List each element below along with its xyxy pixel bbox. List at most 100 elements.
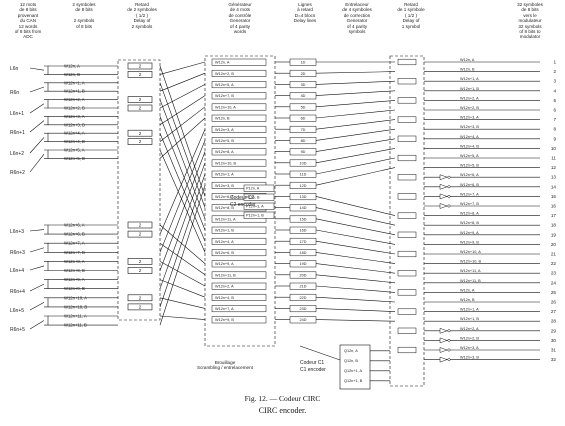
output-symbol-label: W12n+7, A — [460, 192, 479, 196]
output-number: 12 — [551, 165, 557, 170]
delay-line-box — [289, 125, 317, 133]
delay-line-label: 12D — [300, 184, 307, 188]
delay-1-cell — [397, 154, 417, 162]
interleaver-line — [315, 207, 396, 226]
delay-line-box — [289, 103, 317, 111]
delay-box-number: 2 — [139, 72, 142, 77]
output-symbol-label: W12n+2, B — [460, 336, 479, 340]
delay-line-label: 10D — [300, 161, 307, 165]
c2-symbol-label: W12n+1, A — [215, 173, 234, 177]
header-input-words: 12 mots de 8 bits provenant du CAN 12 wo… — [14, 2, 42, 40]
interleave-line — [159, 149, 206, 253]
delay-line-label: 4D — [301, 94, 306, 98]
interleaver-line — [315, 80, 396, 85]
output-number: 18 — [551, 223, 557, 228]
output-number: 1 — [553, 60, 556, 65]
header-parity-generator: Générateur de 4 mots de contrôle Generat… — [228, 2, 252, 35]
output-number: 9 — [553, 136, 556, 141]
delay-box-number: 2 — [139, 223, 142, 228]
c2-symbol-label: W12n+6, A — [215, 195, 234, 199]
output-number: 29 — [551, 328, 557, 333]
output-symbol-label: W12n, A — [460, 288, 475, 292]
interleave-line — [159, 65, 206, 197]
delay-line-label: 19D — [300, 262, 307, 266]
delay-line-label: 24D — [300, 318, 307, 322]
interleaver-line — [315, 263, 396, 274]
c2-symbol-label: W12n+3, B — [215, 184, 234, 188]
delay-line-label: 18D — [300, 251, 307, 255]
output-symbol-label: W12n+2, A — [460, 96, 479, 100]
interleaver-line — [315, 157, 396, 175]
output-symbol-label: W12n+1, A — [460, 308, 479, 312]
c2-symbol-box — [211, 271, 267, 279]
delay-box-number: 2 — [139, 106, 142, 111]
c2-symbol-box — [211, 114, 267, 122]
interleaver-line — [315, 274, 396, 284]
c2-symbol-label: W12n+9, B — [215, 318, 234, 322]
output-number: 26 — [551, 300, 557, 305]
output-number: 15 — [551, 194, 557, 199]
interleave-line — [159, 315, 206, 320]
c2-symbol-box — [211, 215, 267, 223]
output-symbol-label: W12n+9, A — [460, 231, 479, 235]
input-channel-label: R6n+3 — [10, 250, 25, 256]
delay-line-label: 7D — [301, 128, 306, 132]
delay-1-cell — [397, 116, 417, 123]
delay-line-label: 6D — [301, 117, 306, 121]
delay-box — [127, 62, 153, 70]
delay-box-number: 2 — [139, 268, 142, 273]
interleaver-line — [315, 100, 396, 108]
pair-bracket — [44, 242, 49, 253]
delay-1-cell — [397, 250, 417, 258]
delay-box — [127, 129, 153, 137]
delay-box-number: 2 — [139, 295, 142, 300]
header-interleaver: Entrelaceur de 4 symboles de correction … — [342, 2, 372, 35]
c2-symbol-label: W12n+2, B — [215, 72, 234, 76]
output-symbol-label: W12n+4, B — [460, 144, 479, 148]
delay-line-label: 16D — [300, 229, 307, 233]
caption-line-1: Fig. 12. — Codeur CIRC — [244, 394, 321, 403]
pair-bracket — [44, 82, 49, 92]
c2-symbol-label: W12n+8, B — [215, 206, 234, 210]
input-connector — [29, 283, 45, 292]
output-symbol-label: W12n+2, A — [460, 327, 479, 331]
input-channel-label: L6n+4 — [10, 268, 24, 274]
delay-line-label: 21D — [300, 285, 307, 289]
delay-1-cell — [397, 135, 417, 142]
delay-box-number: 2 — [139, 64, 142, 69]
interleaver-line — [315, 119, 396, 130]
delay-line-label: 3D — [301, 83, 306, 87]
delay-1-cell — [397, 174, 417, 181]
delay-line-label: 14D — [300, 206, 307, 210]
output-symbol-label: W12n+2, B — [460, 106, 479, 110]
delay-box — [127, 303, 153, 311]
interleave-line — [159, 185, 206, 326]
c2-symbol-box — [211, 282, 267, 290]
c2-symbol-label: W12n+4, B — [215, 296, 234, 300]
delay-1-cell — [397, 289, 417, 296]
input-channel-label: L6n+1 — [10, 111, 24, 117]
output-symbol-label: W12n, B — [460, 68, 475, 72]
c2-encoder-box — [204, 55, 276, 347]
interleave-line — [159, 82, 206, 208]
input-channel-label: R6n — [10, 90, 19, 96]
input-connector — [29, 247, 45, 253]
c2-symbol-label: W12n+9, A — [215, 262, 234, 266]
pair-bracket — [44, 99, 49, 109]
output-symbol-label: W12n+3, A — [460, 116, 479, 120]
output-number: 11 — [551, 156, 556, 161]
delay-line-label: 20D — [300, 273, 307, 277]
inverter-symbol — [439, 183, 448, 190]
inverter-dot — [447, 175, 451, 179]
input-connector — [29, 103, 45, 114]
delay-line-box — [289, 92, 317, 100]
output-symbol-label: W12n, A — [460, 58, 475, 62]
interleave-line — [159, 129, 206, 235]
interleave-line — [159, 297, 206, 309]
delay-line-label: 15D — [300, 217, 307, 221]
delay-box — [127, 258, 153, 265]
input-channel-label: R6n+1 — [10, 130, 25, 136]
interleaver-line — [315, 296, 396, 303]
delay-1-cell — [397, 78, 417, 85]
c2-symbol-box — [211, 81, 267, 89]
